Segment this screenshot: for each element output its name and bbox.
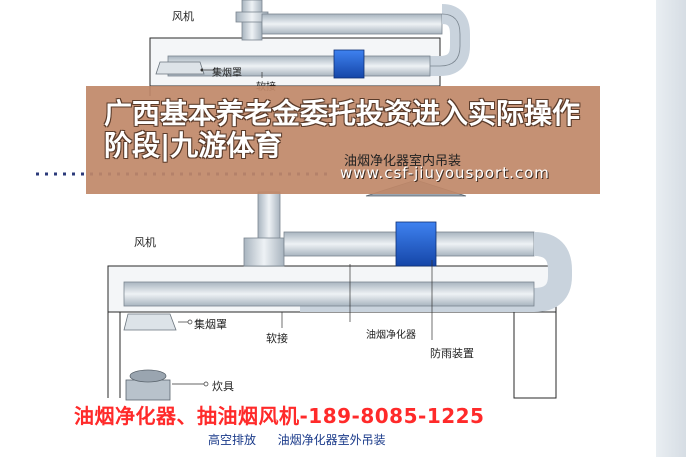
top-hood-label: 集烟罩 bbox=[212, 64, 242, 79]
contact-phone-overlay: 油烟净化器、抽油烟风机-189-8085-1225 bbox=[74, 400, 484, 429]
bottom-diagram bbox=[108, 180, 560, 400]
bottom-hood-label: 集烟罩 bbox=[194, 316, 227, 332]
caption-high-altitude: 高空排放 bbox=[208, 433, 256, 447]
bottom-fan-body bbox=[244, 238, 284, 266]
banner-url: www.csf-jiuyousport.com bbox=[340, 164, 550, 182]
bottom-soft-label: 软接 bbox=[266, 330, 288, 346]
top-duct-lower bbox=[168, 56, 430, 76]
bottom-wall-right bbox=[514, 312, 556, 398]
bottom-duct-lower bbox=[124, 282, 534, 306]
stove bbox=[126, 380, 170, 400]
caption-outdoor-install: 油烟净化器室外吊装 bbox=[278, 433, 386, 447]
top-hood bbox=[156, 62, 204, 74]
bottom-hood bbox=[124, 314, 176, 330]
bottom-purifier-label: 油烟净化器 bbox=[366, 326, 416, 341]
rain-device-label: 防雨装置 bbox=[430, 345, 474, 361]
stove-label: 炊具 bbox=[212, 378, 234, 394]
top-purifier-box bbox=[334, 50, 364, 78]
bottom-purifier-box bbox=[396, 222, 436, 266]
bottom-fan-label: 风机 bbox=[134, 234, 156, 250]
top-diagram bbox=[150, 0, 460, 96]
top-duct-upper bbox=[262, 14, 442, 34]
top-fan-label: 风机 bbox=[172, 8, 194, 24]
diagram-caption: 高空排放 油烟净化器室外吊装 bbox=[208, 431, 386, 448]
